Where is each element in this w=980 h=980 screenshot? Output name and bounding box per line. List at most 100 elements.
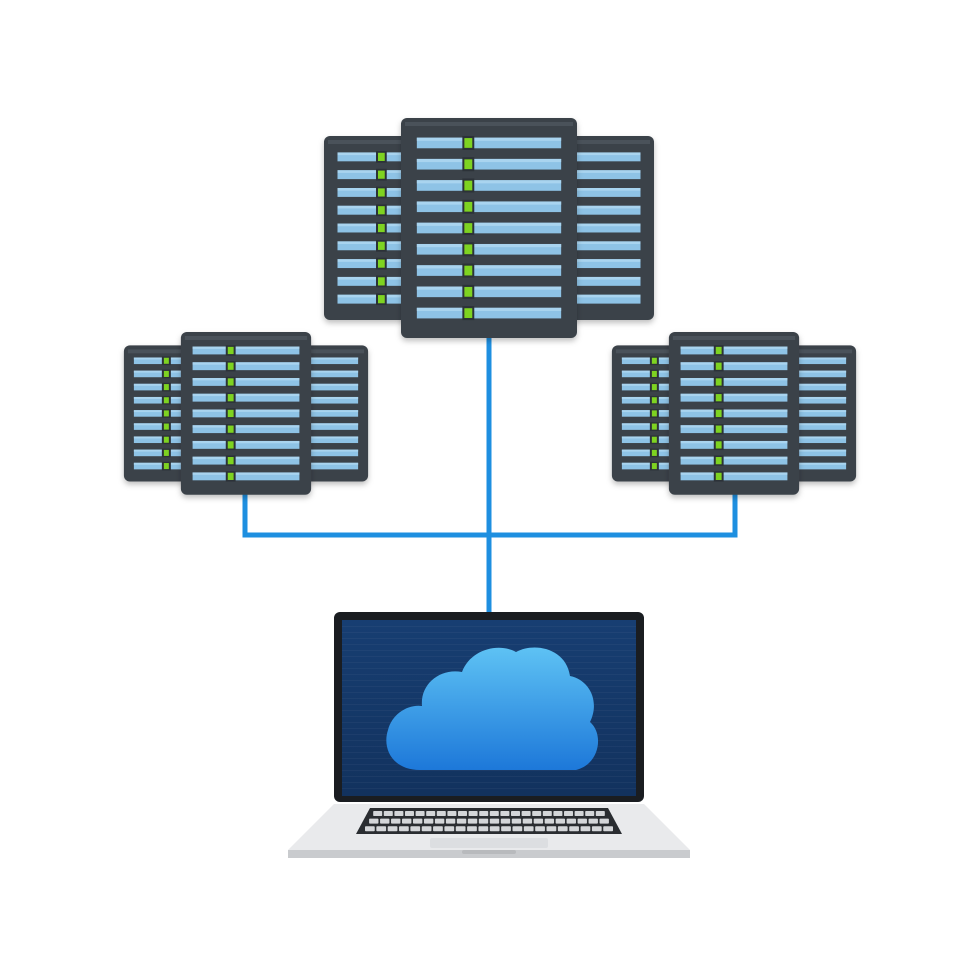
drive-slot <box>416 265 562 276</box>
drive-slot-highlight <box>680 440 788 444</box>
link-server-right-to-laptop <box>489 494 738 538</box>
status-led <box>464 201 473 212</box>
keyboard-key <box>512 826 523 832</box>
status-led <box>464 223 473 233</box>
drive-slot-highlight <box>755 357 847 360</box>
keyboard-key <box>595 811 605 816</box>
drive-slot-highlight <box>517 259 641 262</box>
keyboard-key <box>489 818 500 824</box>
status-led <box>464 159 473 170</box>
keyboard-key <box>457 811 467 816</box>
drive-slot <box>621 383 713 391</box>
drive-slot-highlight <box>267 410 359 413</box>
link-server-left-to-laptop <box>242 494 489 538</box>
server-top-cluster <box>324 118 654 338</box>
keyboard-key <box>511 818 522 824</box>
drive-slot <box>416 243 562 255</box>
keyboard-key <box>399 826 409 832</box>
keyboard-key <box>500 818 511 824</box>
drive-slot-highlight <box>621 462 713 465</box>
status-led <box>378 188 385 197</box>
drive-slot-highlight <box>192 409 300 412</box>
scanline <box>342 776 636 777</box>
drive-slot-highlight <box>680 378 788 381</box>
status-led <box>464 180 473 191</box>
status-led <box>715 472 722 480</box>
status-led <box>163 384 169 391</box>
drive-slot-highlight <box>133 357 225 360</box>
drive-slot <box>621 370 713 378</box>
keyboard-key <box>434 818 445 824</box>
drive-slot-highlight <box>517 170 641 173</box>
rack-top-edge <box>615 349 719 354</box>
drive-slot <box>755 370 847 378</box>
drive-slot-highlight <box>517 152 641 156</box>
keyboard-key <box>383 811 393 816</box>
drive-slot-highlight <box>267 423 359 426</box>
drive-slot <box>755 383 847 391</box>
drive-slot-highlight <box>755 436 847 439</box>
drive-slot-highlight <box>337 276 461 280</box>
drive-slot-highlight <box>680 362 788 365</box>
status-led <box>715 394 722 402</box>
drive-slot-highlight <box>416 137 562 141</box>
status-led <box>163 423 169 430</box>
drive-slot <box>337 205 461 215</box>
status-led <box>227 362 234 370</box>
keyboard-key <box>445 818 456 824</box>
keyboard-key <box>546 826 557 832</box>
keyboard-key <box>402 818 412 824</box>
keyboard-key <box>387 826 398 832</box>
rack-top-edge <box>508 140 650 144</box>
drive-slot <box>416 158 562 170</box>
drive-slot <box>680 393 788 402</box>
drive-slot-highlight <box>517 188 641 191</box>
drive-slot-highlight <box>755 462 847 465</box>
status-led <box>227 378 234 386</box>
drive-slot <box>755 462 847 470</box>
drive-slot <box>621 462 713 470</box>
drive-slot-highlight <box>133 449 225 452</box>
drive-slot <box>267 410 359 417</box>
drive-slot-highlight <box>517 223 641 227</box>
status-led <box>378 152 385 161</box>
drive-slot <box>680 362 788 371</box>
keyboard-key <box>489 811 499 816</box>
status-led <box>464 286 473 297</box>
status-led <box>227 394 234 402</box>
keyboard-key <box>394 811 404 816</box>
status-led <box>651 436 657 443</box>
keyboard-key <box>535 826 545 832</box>
keyboard-key <box>557 826 568 832</box>
status-led <box>163 463 169 470</box>
status-led <box>715 362 722 370</box>
drive-slot-highlight <box>337 294 461 298</box>
drive-slot-highlight <box>517 276 641 280</box>
status-led <box>715 409 722 418</box>
drive-slot-highlight <box>680 456 788 460</box>
drive-slot <box>192 409 300 418</box>
drive-slot-highlight <box>192 378 300 381</box>
status-led <box>227 457 234 465</box>
drive-slot <box>621 396 713 404</box>
status-led <box>227 472 234 480</box>
rack-top-edge <box>405 122 573 126</box>
drive-slot-highlight <box>267 396 359 399</box>
drive-slot <box>517 152 641 162</box>
drive-slot <box>192 456 300 465</box>
keyboard-key <box>523 826 534 832</box>
drive-slot <box>680 409 788 418</box>
status-led <box>163 410 169 417</box>
keyboard-key <box>423 818 434 824</box>
drive-slot-highlight <box>337 223 461 227</box>
drive-slot <box>337 223 461 233</box>
keyboard-key <box>532 811 542 816</box>
rack-top-edge <box>184 336 308 340</box>
drive-slot <box>517 294 641 304</box>
rack-top-edge <box>328 140 470 144</box>
drive-slot-highlight <box>416 286 562 290</box>
drive-slot-highlight <box>133 383 225 386</box>
keyboard-key <box>404 811 414 816</box>
drive-slot-highlight <box>621 410 713 413</box>
keyboard-key <box>566 818 576 824</box>
